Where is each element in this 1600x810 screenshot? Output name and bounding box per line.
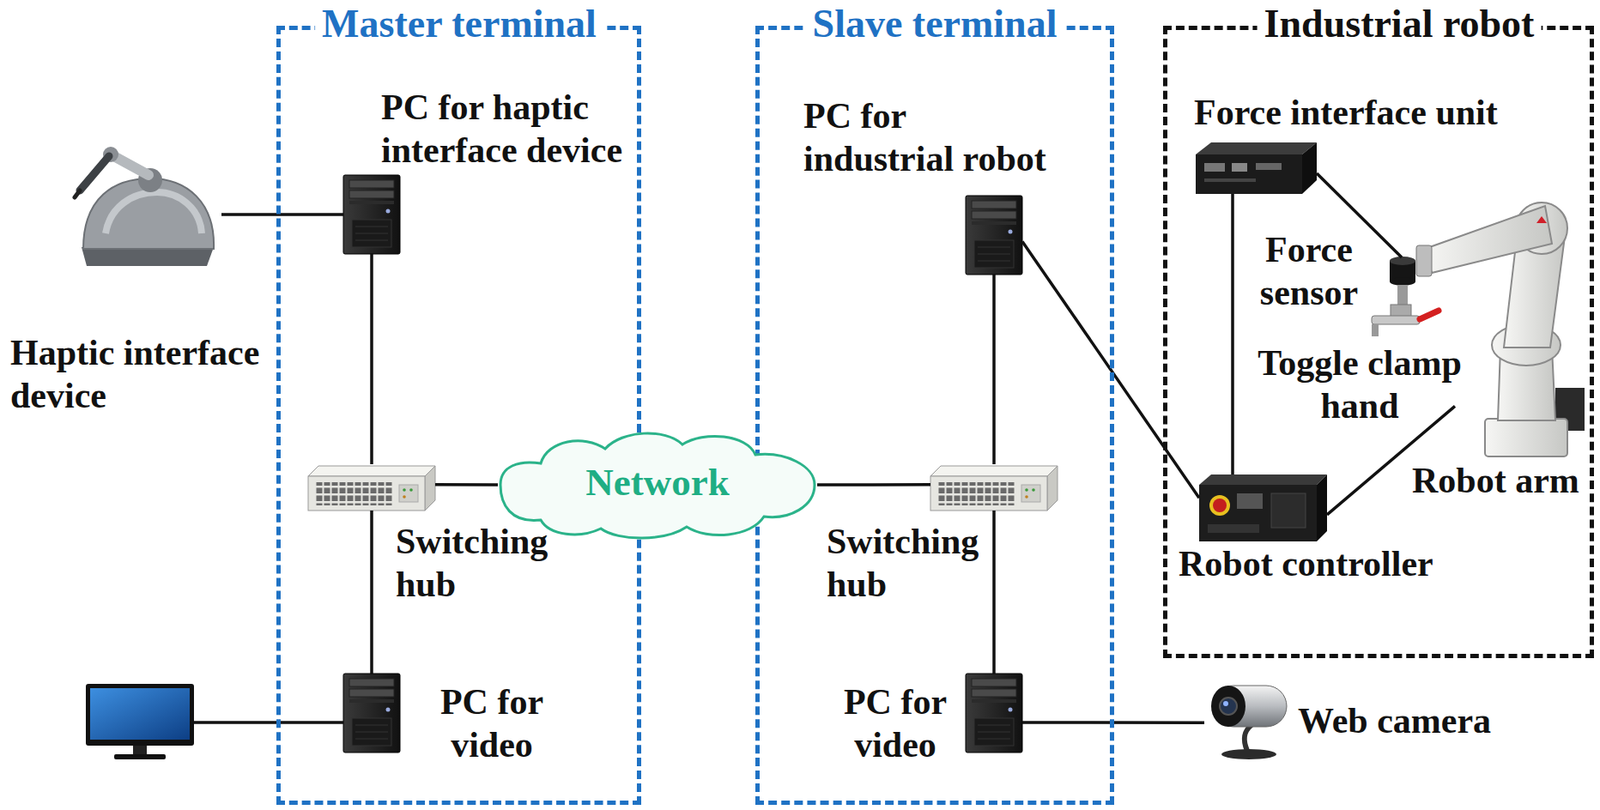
device-label: Force sensor (1253, 228, 1365, 316)
master-region: Master terminalPC for haptic interface d… (276, 25, 642, 806)
switching-hub: Switching hub (308, 464, 436, 511)
switching-hub: Switching hub (930, 464, 1058, 511)
device-label: PC for haptic interface device (381, 85, 639, 173)
robot-controller-illustration (1199, 474, 1328, 542)
label-slot: Robot arm (1412, 459, 1593, 503)
web-camera-illustration (1211, 685, 1287, 760)
device-label: Haptic interface device (10, 331, 284, 419)
label-slot: Haptic interface device (10, 331, 284, 419)
region-title-text: Master terminal (315, 2, 604, 47)
web-camera: Web camera (1204, 678, 1291, 761)
region-title-text: Industrial robot (1257, 2, 1542, 47)
connector (1230, 193, 1235, 475)
hub-illustration (930, 466, 1058, 511)
region-title: Industrial robot (1257, 2, 1542, 47)
device-label: PC for video (830, 680, 960, 768)
pc-tower: PC for video (343, 673, 400, 753)
force-interface-unit-illustration (1195, 142, 1317, 194)
pc-tower: PC for video (965, 673, 1023, 753)
connector (992, 510, 996, 674)
label-slot: Switching hub (826, 520, 999, 607)
pc-illustration (343, 175, 400, 255)
monitor-illustration (85, 684, 194, 760)
pc-tower: PC for industrial robot (965, 195, 1023, 275)
toggle-clamp-hand: Toggle clamp hand (1371, 304, 1441, 338)
device-label: Switching hub (395, 520, 568, 607)
robot-region: Industrial robotForce interface unitForc… (1163, 25, 1594, 659)
robot-arm-illustration (1371, 202, 1585, 457)
force-interface-unit: Force interface unit (1195, 142, 1317, 194)
label-slot: Switching hub (395, 520, 568, 607)
label-slot: Toggle clamp hand (1248, 341, 1472, 429)
haptic-device-illustration (74, 146, 214, 267)
region-title-text: Slave terminal (806, 2, 1065, 47)
label-slot: PC for video (830, 680, 960, 768)
label-slot: Robot controller (1178, 542, 1471, 586)
device-label: Robot arm (1412, 459, 1593, 503)
hub-illustration (308, 466, 436, 511)
monitor-wire (193, 721, 344, 725)
label-slot: Network (497, 459, 818, 506)
region-title: Master terminal (315, 2, 604, 47)
region-title: Slave terminal (806, 2, 1065, 47)
device-label: Force interface unit (1193, 90, 1555, 134)
force-sensor: Force sensor (1387, 257, 1416, 285)
connector (369, 510, 374, 674)
pc-illustration (343, 673, 400, 753)
device-label: Robot controller (1178, 542, 1471, 586)
slave-region: Slave terminalPC for industrial robotSwi… (755, 25, 1115, 806)
label-slot: Force sensor (1253, 228, 1365, 316)
pc-tower: PC for haptic interface device (343, 175, 400, 255)
label-slot: Web camera (1297, 699, 1522, 743)
robot-arm: Robot arm (1454, 218, 1584, 460)
device-label: Web camera (1297, 699, 1522, 743)
label-slot: PC for video (427, 680, 557, 768)
device-label: PC for industrial robot (803, 94, 1060, 182)
connector (369, 254, 374, 465)
device-label: PC for video (427, 680, 557, 768)
connector (817, 483, 931, 487)
network-cloud: Network (497, 427, 818, 543)
device-label: Network (497, 459, 818, 506)
connector (435, 483, 498, 487)
pc-illustration (965, 195, 1023, 275)
connector (221, 212, 344, 217)
label-slot: PC for haptic interface device (381, 85, 639, 173)
pc-illustration (965, 673, 1023, 753)
label-slot: Force interface unit (1193, 90, 1555, 134)
device-label: Switching hub (826, 520, 999, 607)
haptic-device: Haptic interface device (71, 137, 222, 271)
connector (992, 274, 996, 465)
label-slot: PC for industrial robot (803, 94, 1060, 182)
device-label: Toggle clamp hand (1248, 341, 1472, 429)
robot-controller: Robot controller (1199, 474, 1328, 542)
